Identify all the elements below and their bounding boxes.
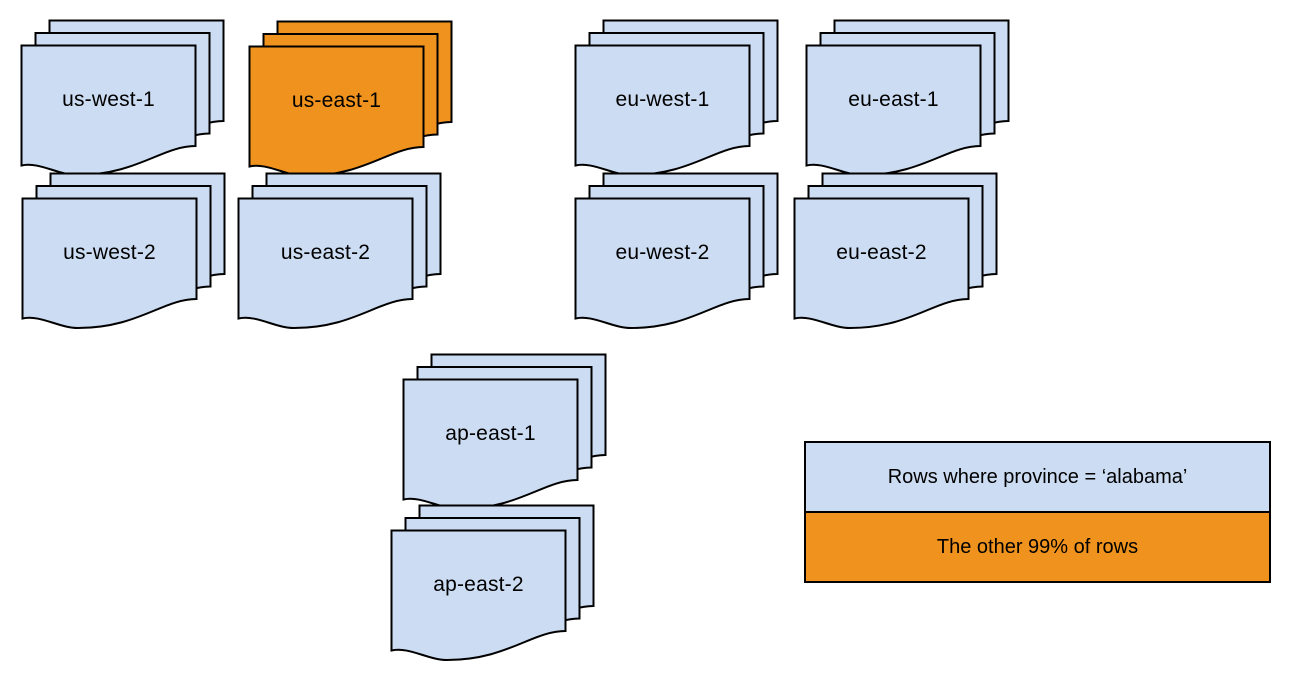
region-label: eu-west-2: [615, 241, 710, 264]
region-label: us-east-1: [291, 89, 382, 112]
legend-item-label: The other 99% of rows: [936, 535, 1139, 558]
region-stack-eu-east-1: eu-east-1: [805, 19, 1011, 180]
region-stack-eu-east-2: eu-east-2: [793, 172, 999, 333]
region-label: ap-east-1: [445, 422, 536, 445]
region-label: eu-east-1: [848, 88, 939, 111]
legend-item-label: Rows where province = ‘alabama’: [887, 465, 1188, 488]
region-stack-ap-east-1: ap-east-1: [402, 353, 608, 514]
region-stack-ap-east-2: ap-east-2: [390, 504, 596, 665]
region-label: ap-east-2: [433, 573, 524, 596]
region-label: us-west-1: [62, 88, 155, 111]
region-label: us-west-2: [63, 241, 156, 264]
legend-item-alabama-rows: Rows where province = ‘alabama’: [806, 443, 1269, 511]
region-stack-us-east-1: us-east-1: [248, 20, 454, 181]
region-stack-us-west-1: us-west-1: [20, 19, 226, 180]
legend: Rows where province = ‘alabama’ The othe…: [804, 441, 1271, 583]
legend-item-other-rows: The other 99% of rows: [806, 511, 1269, 581]
region-stack-eu-west-1: eu-west-1: [574, 19, 780, 180]
region-label: eu-west-1: [615, 88, 710, 111]
region-stack-us-east-2: us-east-2: [237, 172, 443, 333]
region-stack-eu-west-2: eu-west-2: [574, 172, 780, 333]
region-label: us-east-2: [280, 241, 371, 264]
region-label: eu-east-2: [836, 241, 927, 264]
region-stack-us-west-2: us-west-2: [21, 172, 227, 333]
